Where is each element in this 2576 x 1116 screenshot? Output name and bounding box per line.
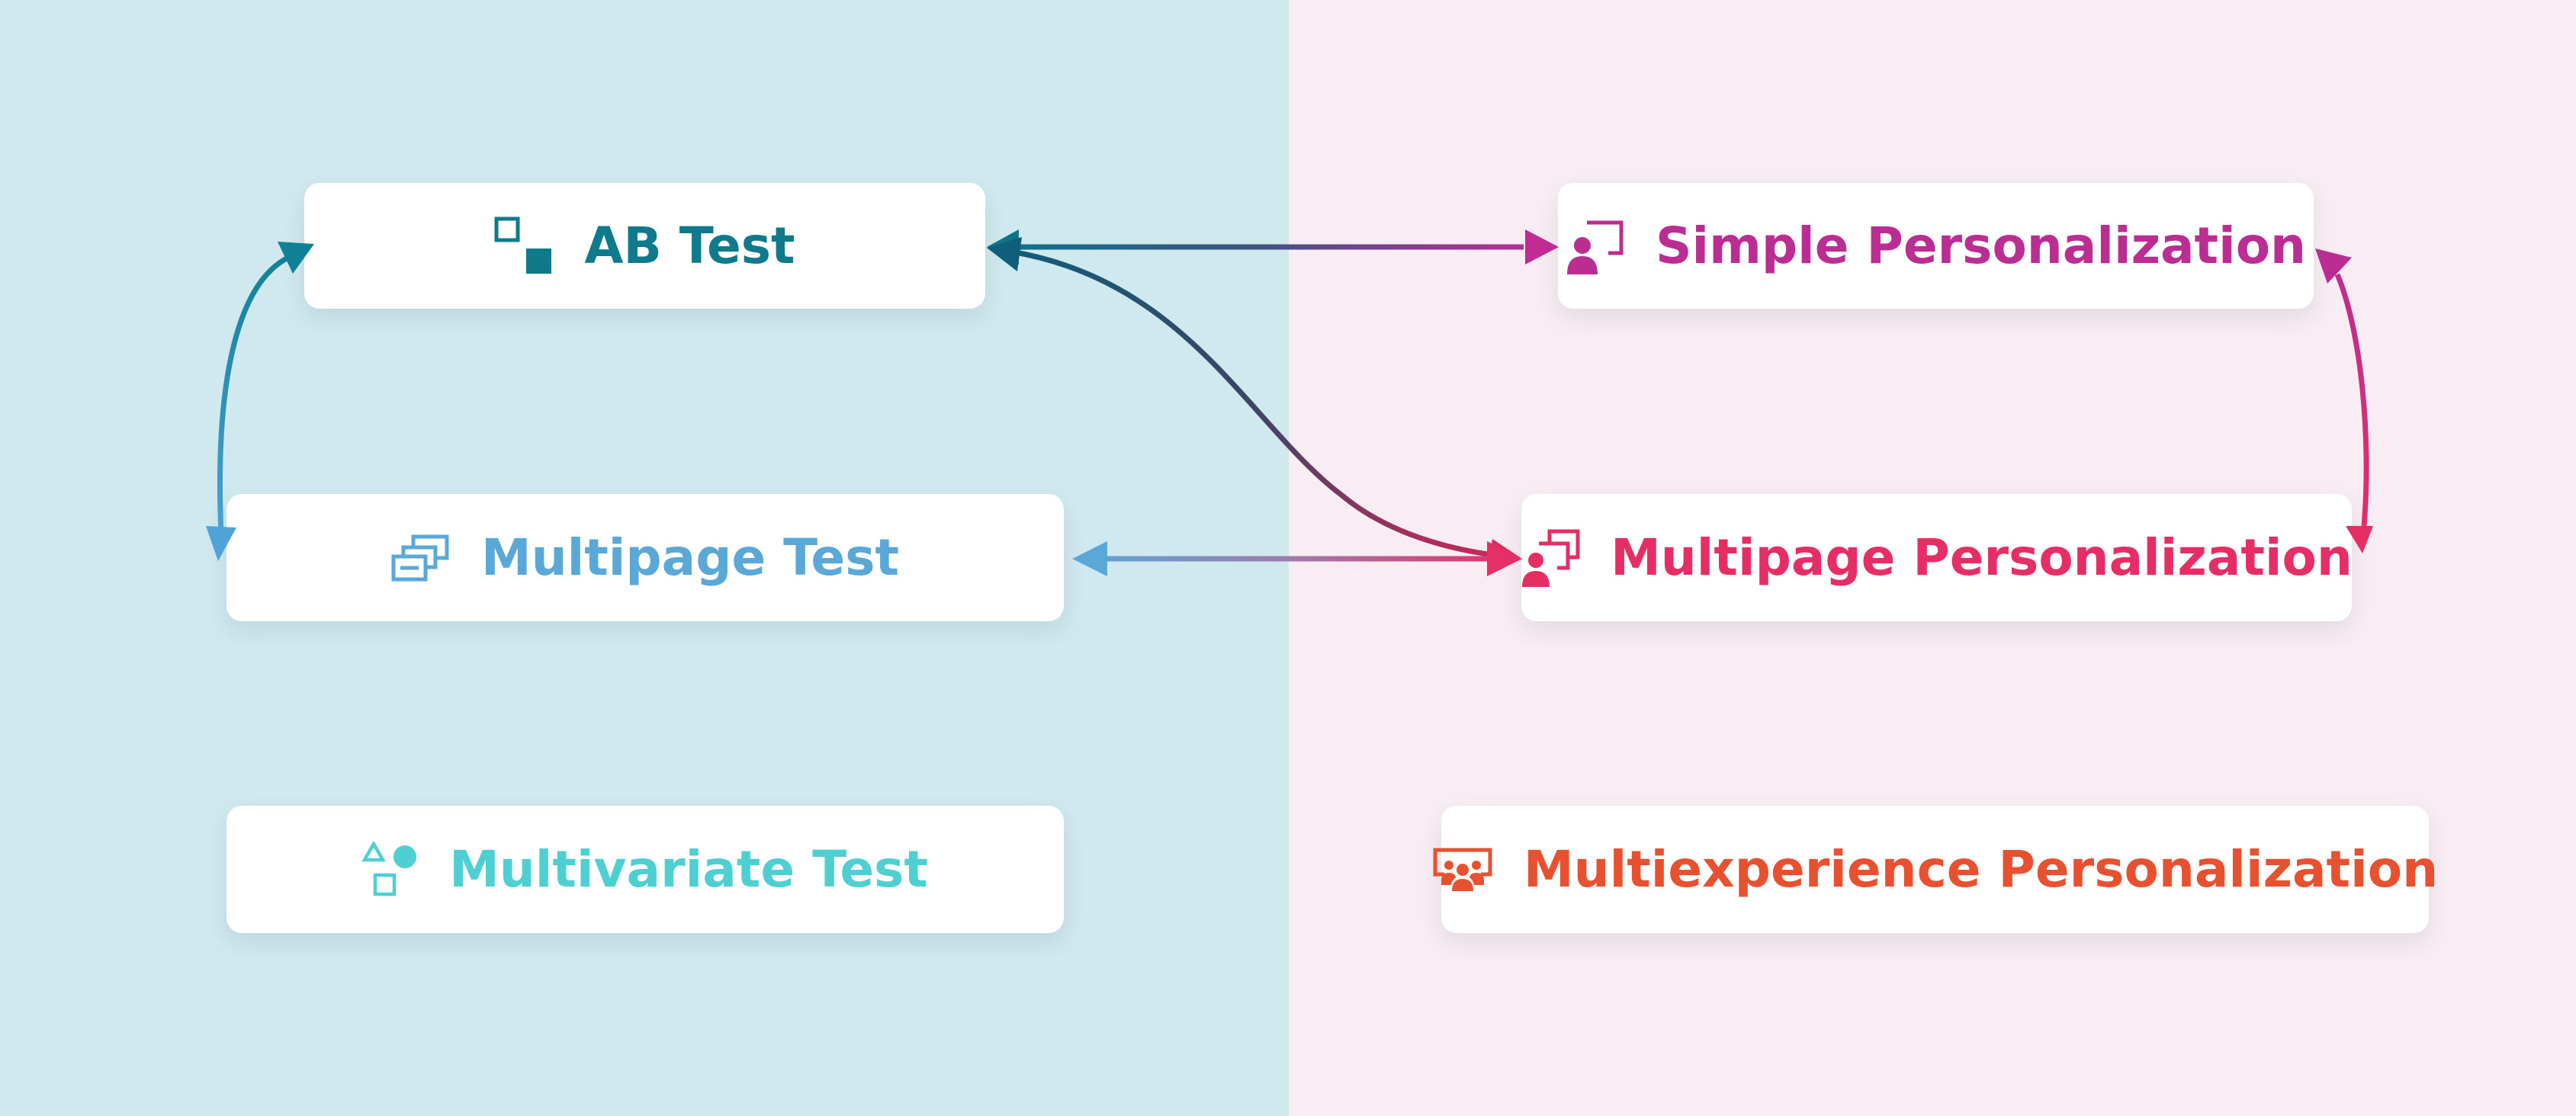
multivariate-test-node[interactable]: Multivariate Test xyxy=(226,806,1064,933)
person-screen-icon xyxy=(1566,216,1625,276)
ab-test-label: AB Test xyxy=(584,216,795,275)
simple-personalization-label: Simple Personalization xyxy=(1655,216,2307,275)
simple-personalization-node[interactable]: Simple Personalization xyxy=(1558,183,2314,309)
shapes-icon xyxy=(362,841,419,898)
multipage-personalization-node[interactable]: Multipage Personalization xyxy=(1521,494,2353,621)
multipage-test-label: Multipage Test xyxy=(480,528,900,587)
multipage-personalization-label: Multipage Personalization xyxy=(1611,528,2353,587)
stacked-pages-icon xyxy=(391,534,451,582)
person-stacked-screens-icon xyxy=(1521,528,1580,588)
ab-squares-icon xyxy=(494,216,554,276)
group-screen-icon xyxy=(1432,847,1493,893)
multiexperience-personalization-node[interactable]: Multiexperience Personalization xyxy=(1433,806,2438,933)
multipage-test-node[interactable]: Multipage Test xyxy=(226,494,1064,621)
multiexperience-personalization-label: Multiexperience Personalization xyxy=(1523,840,2439,899)
ab-test-node[interactable]: AB Test xyxy=(304,183,985,309)
multivariate-test-label: Multivariate Test xyxy=(449,840,928,899)
